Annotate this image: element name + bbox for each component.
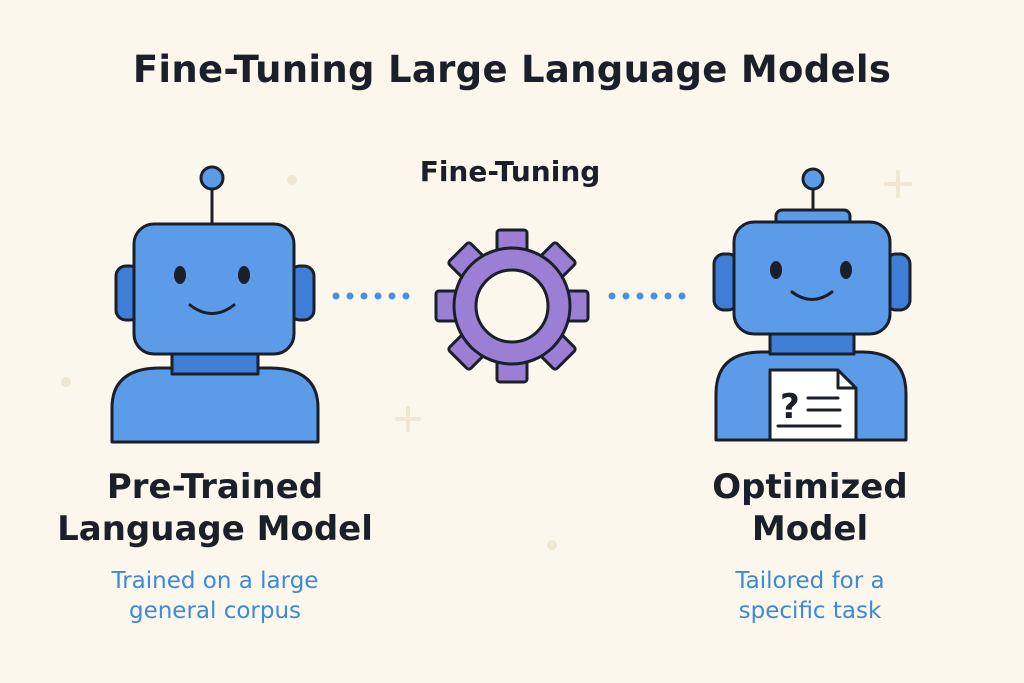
right-model-title: Optimized Model bbox=[640, 466, 980, 550]
decor-dot bbox=[547, 540, 557, 550]
robot-eye bbox=[840, 261, 852, 279]
right-model-description: Tailored for a specific task bbox=[640, 566, 980, 626]
robot-body bbox=[110, 366, 320, 444]
left-model-title-line-2: Language Model bbox=[57, 509, 373, 549]
left-model-title: Pre-Trained Language Model bbox=[20, 466, 410, 550]
robot-head bbox=[132, 222, 296, 356]
robot-smile bbox=[790, 290, 834, 301]
robot-head bbox=[732, 220, 892, 336]
decor-plus-icon bbox=[884, 170, 912, 198]
left-model-desc-line-2: general corpus bbox=[128, 598, 302, 624]
robot-antenna-tip bbox=[801, 167, 825, 191]
background-decorations bbox=[61, 170, 912, 550]
robot-with-document-icon: ? bbox=[712, 167, 912, 442]
gear-icon bbox=[434, 228, 590, 384]
robot-eye bbox=[238, 266, 250, 284]
right-model-desc-line-2: specific task bbox=[738, 598, 882, 624]
right-model-title-line-2: Model bbox=[751, 509, 869, 549]
robot-antenna-tip bbox=[199, 165, 225, 191]
decor-plus-icon bbox=[395, 406, 421, 432]
gear-hole bbox=[474, 268, 550, 344]
right-model-desc-line-1: Tailored for a bbox=[735, 568, 885, 594]
left-model-desc-line-1: Trained on a large bbox=[111, 568, 319, 594]
right-model-title-line-1: Optimized bbox=[712, 467, 908, 507]
left-model-title-line-1: Pre-Trained bbox=[106, 467, 324, 507]
decor-dot bbox=[61, 377, 71, 387]
robot-eye bbox=[174, 266, 186, 284]
connector-right bbox=[608, 292, 686, 300]
process-label: Fine-Tuning bbox=[419, 155, 601, 188]
robot-eye bbox=[770, 261, 782, 279]
left-model-description: Trained on a large general corpus bbox=[40, 566, 390, 626]
robot-smile bbox=[188, 303, 236, 315]
document-icon: ? bbox=[768, 368, 858, 442]
connector-left bbox=[332, 292, 410, 300]
robot-icon bbox=[110, 165, 320, 444]
decor-dot bbox=[287, 175, 297, 185]
diagram-title: Fine-Tuning Large Language Models bbox=[132, 48, 892, 91]
question-mark-icon: ? bbox=[780, 387, 800, 427]
